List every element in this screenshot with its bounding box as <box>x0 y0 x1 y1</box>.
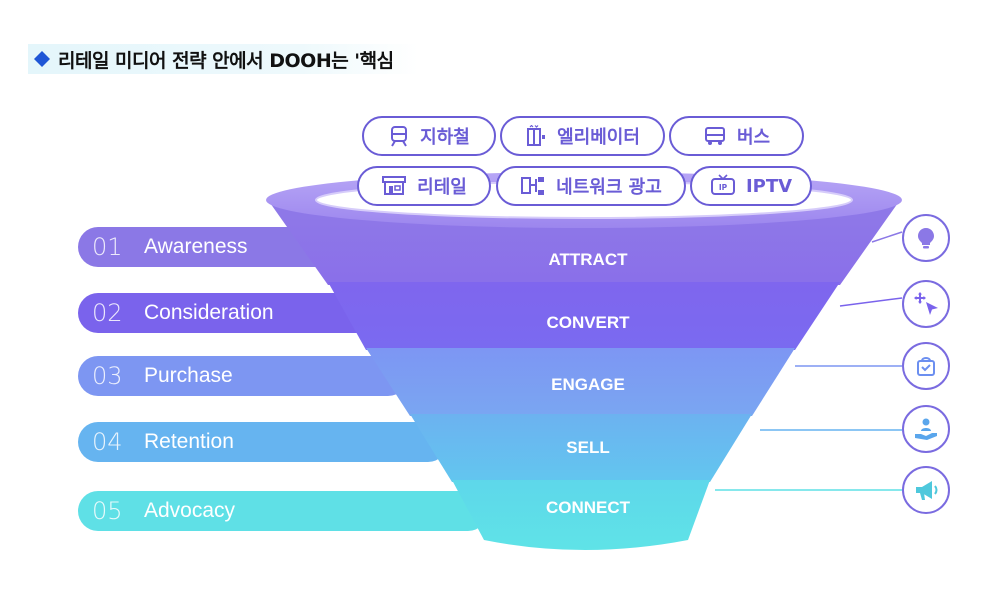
channel-iptv: IP IPTV <box>690 166 812 206</box>
funnel-segment-connect <box>452 480 710 550</box>
cursor-icon <box>914 292 938 315</box>
megaphone-circle <box>902 466 950 514</box>
funnel-label-engage: ENGAGE <box>551 375 625 394</box>
megaphone-icon <box>916 481 938 500</box>
channel-network-ad: 네트워크 광고 <box>496 166 686 206</box>
funnel-segment-convert <box>328 282 840 350</box>
stage-retention: 04 Retention <box>78 422 234 462</box>
store-icon <box>382 176 407 195</box>
stage-awareness: 01 Awareness <box>78 227 248 267</box>
connector-lines <box>715 231 903 491</box>
stage-number: 05 <box>92 497 123 525</box>
stage-number: 04 <box>92 428 123 456</box>
stage-name: Advocacy <box>144 499 236 522</box>
hand-care-icon <box>915 418 937 440</box>
stage-name: Purchase <box>144 364 233 387</box>
channel-label: IPTV <box>745 175 793 197</box>
funnel-label-sell: SELL <box>566 438 610 457</box>
funnel-segment-engage <box>366 348 795 416</box>
stage-consideration: 02 Consideration <box>78 293 274 333</box>
stage-advocacy: 05 Advocacy <box>78 491 235 531</box>
stage-number: 02 <box>92 299 123 327</box>
cursor-circle <box>902 280 950 328</box>
channel-label: 리테일 <box>417 177 467 198</box>
channel-label: 엘리베이터 <box>557 127 640 148</box>
hand-circle <box>902 405 950 453</box>
funnel-segment-sell <box>410 414 752 482</box>
stage-number: 03 <box>92 362 123 390</box>
svg-text:IP: IP <box>719 183 728 192</box>
title-bar: 리테일 미디어 전략 안에서 DOOH는 '핵심 <box>28 44 418 74</box>
stage-name: Awareness <box>144 235 248 258</box>
funnel-label-convert: CONVERT <box>546 313 630 332</box>
stage-purchase: 03 Purchase <box>78 356 233 396</box>
network-icon <box>521 177 545 195</box>
tv-icon: IP <box>710 174 735 195</box>
shopping-bag-icon <box>917 357 935 376</box>
funnel-label-connect: CONNECT <box>545 498 631 517</box>
channel-subway: 지하철 <box>362 116 496 156</box>
stage-bars <box>78 227 488 531</box>
diamond-icon <box>34 51 50 67</box>
bag-circle <box>902 342 950 390</box>
channel-elevator: 엘리베이터 <box>500 116 665 156</box>
channel-label: 네트워크 광고 <box>556 177 662 198</box>
stage-name: Consideration <box>144 301 274 324</box>
channel-retail: 리테일 <box>357 166 491 206</box>
channel-label: 버스 <box>736 127 771 148</box>
page-title: 리테일 미디어 전략 안에서 DOOH는 '핵심 <box>58 49 394 72</box>
channel-label: 지하철 <box>420 127 470 148</box>
bus-icon <box>704 127 725 145</box>
elevator-icon <box>527 125 546 146</box>
subway-icon <box>391 126 408 147</box>
lightbulb-circle <box>902 214 950 262</box>
stage-number: 01 <box>92 233 123 261</box>
lightbulb-icon <box>918 228 934 249</box>
channel-bus: 버스 <box>669 116 804 156</box>
stage-name: Retention <box>144 430 234 453</box>
funnel-label-attract: ATTRACT <box>548 250 628 269</box>
